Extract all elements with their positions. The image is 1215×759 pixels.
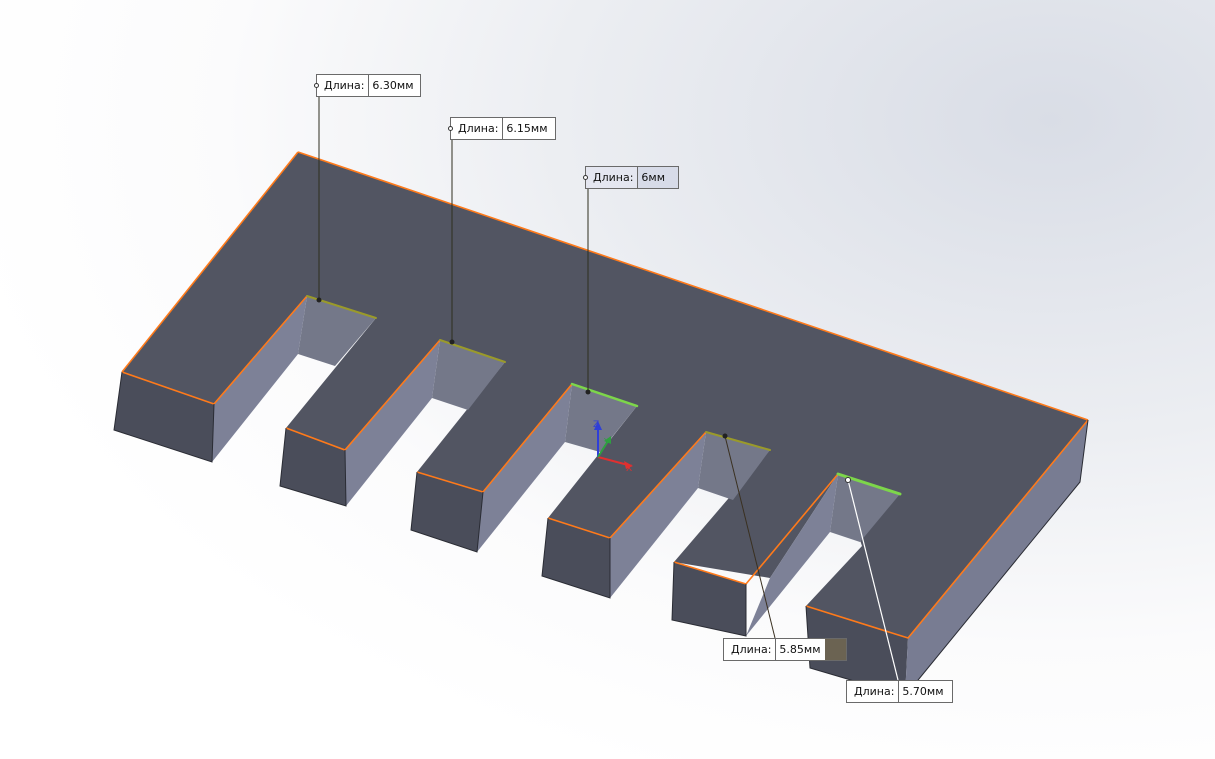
callout-label: Длина: xyxy=(847,681,900,702)
tooth-front-face xyxy=(280,428,346,506)
reference-triad: Z X Y xyxy=(593,420,633,474)
slot-wall xyxy=(477,384,572,552)
slot-bottom xyxy=(698,432,770,500)
tooth-front-face xyxy=(114,372,214,462)
tooth-front-face xyxy=(672,562,746,636)
slot-wall xyxy=(610,432,706,598)
color-swatch xyxy=(824,639,846,660)
callout-value: 6.15мм xyxy=(506,122,548,135)
callout-label: Длина: xyxy=(451,118,504,139)
callout-pin-icon xyxy=(314,82,319,88)
tooth-front-face xyxy=(542,518,610,598)
callout-pin-icon xyxy=(448,125,453,131)
slot-wall xyxy=(345,340,440,506)
length-callout-3[interactable]: Длина: 6мм xyxy=(583,166,680,189)
callout-label: Длина: xyxy=(317,75,370,96)
length-callout-2[interactable]: Длина: 6.15мм xyxy=(448,117,557,140)
callout-label: Длина: xyxy=(586,167,639,188)
callout-pin-icon xyxy=(583,174,588,180)
tooth-front-face xyxy=(411,472,483,552)
length-callout-4[interactable]: Длина: 5.85мм xyxy=(723,638,847,661)
callout-value-text: 5.85мм xyxy=(779,643,821,656)
part-right-face xyxy=(905,420,1088,696)
measure-points xyxy=(316,297,851,483)
triad-z-label: Z xyxy=(593,420,599,430)
slot-wall xyxy=(746,474,838,636)
tooth-front-face xyxy=(806,606,908,696)
callout-value: 5.85мм xyxy=(776,639,846,660)
leader-lines xyxy=(318,86,899,681)
callout-value: 5.70мм xyxy=(902,685,944,698)
length-callout-5[interactable]: Длина: 5.70мм xyxy=(846,680,954,703)
callout-label: Длина: xyxy=(724,639,777,660)
slot-bottom xyxy=(830,474,900,542)
triad-x-label: X xyxy=(626,464,632,474)
slot-bottom xyxy=(298,296,376,366)
length-callout-1[interactable]: Длина: 6.30мм xyxy=(314,74,422,97)
callout-value: 6мм xyxy=(638,167,679,188)
slot-bottom xyxy=(432,340,505,410)
callout-value: 6.30мм xyxy=(372,79,414,92)
slot-wall xyxy=(212,296,307,462)
triad-y-label: Y xyxy=(603,437,609,446)
